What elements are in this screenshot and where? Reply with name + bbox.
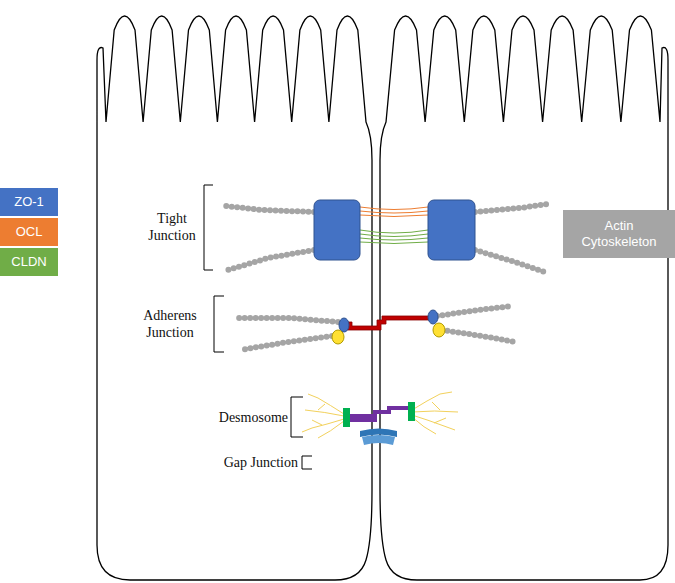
- catenin: [433, 323, 445, 337]
- connexon: [362, 435, 395, 445]
- bracket: [204, 185, 312, 469]
- claudin-strand: [360, 230, 428, 244]
- legend-swatch: Actin Cytoskeleton: [563, 210, 675, 258]
- catenin: [339, 318, 349, 332]
- legend-swatch: ZO-1: [0, 188, 58, 216]
- cell-membrane: [380, 16, 668, 580]
- intermediate-filament: [302, 392, 458, 438]
- legend-swatch: CLDN: [0, 248, 58, 276]
- catenin: [332, 330, 344, 344]
- legend-text: Actin Cytoskeleton: [567, 218, 671, 250]
- junction-label: Gap Junction: [206, 454, 298, 471]
- cell-membrane: [97, 16, 372, 580]
- junction-label: Desmosome: [196, 409, 288, 426]
- occludin-strand: [360, 207, 428, 217]
- legend-swatch: OCL: [0, 218, 58, 246]
- cell-outline: [97, 16, 668, 580]
- cadherin: [346, 316, 430, 330]
- zo1-block: [428, 200, 475, 260]
- zo1-block: [314, 200, 360, 260]
- catenin: [428, 310, 438, 324]
- actin-filament: [226, 204, 548, 350]
- junction-label: Tight Junction: [140, 210, 204, 244]
- desmosome-plaque: [408, 402, 415, 421]
- legend-text: ZO-1: [14, 194, 44, 210]
- desmosome-plaque: [343, 408, 350, 427]
- desmosomal-cadherin: [350, 406, 408, 422]
- legend-text: OCL: [16, 224, 43, 240]
- legend-text: CLDN: [11, 254, 46, 270]
- junction-label: Adherens Junction: [128, 307, 212, 341]
